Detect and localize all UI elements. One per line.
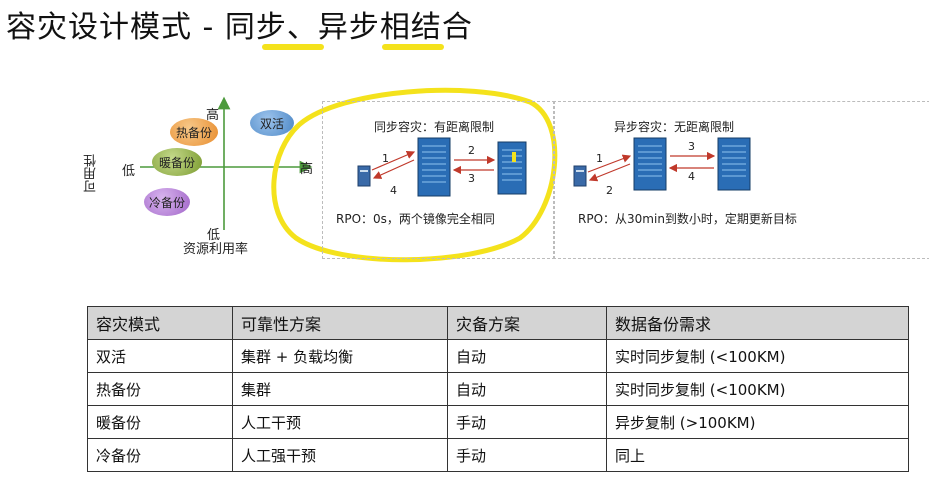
- sync-step-2: 2: [468, 144, 475, 157]
- table-row: 冷备份 人工强干预 手动 同上: [87, 438, 909, 472]
- table-cell: 集群: [232, 372, 448, 406]
- sync-step-4: 4: [390, 184, 397, 197]
- sync-diagram: [357, 137, 527, 197]
- table-cell: 异步复制 (>100KM): [606, 405, 909, 439]
- highlight-circle: [271, 87, 558, 263]
- sync-rpo-text: RPO：0s，两个镜像完全相同: [336, 212, 495, 226]
- sync-panel-frame: [322, 101, 555, 259]
- table-cell: 人工干预: [232, 405, 448, 439]
- async-diagram: [573, 137, 751, 191]
- async-step-4: 4: [688, 170, 695, 183]
- x-axis-high-label: 高: [300, 162, 314, 177]
- y-axis-high-label: 高: [206, 108, 220, 123]
- table-header-row: 容灾模式 可靠性方案 灾备方案 数据备份需求: [87, 306, 909, 340]
- table-row: 双活 集群 + 负载均衡 自动 实时同步复制 (<100KM): [87, 339, 909, 373]
- header-reliability: 可靠性方案: [232, 306, 448, 340]
- sync-panel-title: 同步容灾：有距离限制: [374, 120, 495, 134]
- table-cell: 自动: [447, 372, 607, 406]
- table-row: 热备份 集群 自动 实时同步复制 (<100KM): [87, 372, 909, 406]
- async-rpo-text: RPO：从30min到数小时，定期更新目标: [578, 212, 797, 226]
- table-cell: 冷备份: [87, 438, 233, 472]
- slide-title: 容灾设计模式 - 同步、异步相结合: [6, 10, 473, 45]
- table-cell: 暖备份: [87, 405, 233, 439]
- mode-warm-backup-bubble: 暖备份: [152, 148, 202, 176]
- table-cell: 同上: [606, 438, 909, 472]
- table-cell: 人工强干预: [232, 438, 448, 472]
- async-panel-frame: [553, 101, 929, 259]
- sync-step-3: 3: [468, 172, 475, 185]
- title-highlight-async: [382, 44, 444, 50]
- table-cell: 手动: [447, 438, 607, 472]
- disaster-recovery-table: 容灾模式 可靠性方案 灾备方案 数据备份需求 双活 集群 + 负载均衡 自动 实…: [87, 306, 909, 472]
- mode-active-active-bubble: 双活: [250, 110, 294, 136]
- title-highlight-sync: [262, 44, 324, 50]
- header-mode: 容灾模式: [87, 306, 233, 340]
- table-cell: 双活: [87, 339, 233, 373]
- table-cell: 实时同步复制 (<100KM): [606, 372, 909, 406]
- x-axis-label: 资源利用率: [183, 242, 249, 257]
- sync-step-1: 1: [382, 152, 389, 165]
- async-panel-title: 异步容灾：无距离限制: [614, 120, 735, 134]
- y-axis-label: 可用性: [84, 154, 99, 193]
- header-recovery: 灾备方案: [447, 306, 607, 340]
- table-row: 暖备份 人工干预 手动 异步复制 (>100KM): [87, 405, 909, 439]
- table-cell: 自动: [447, 339, 607, 373]
- mode-hot-backup-bubble: 热备份: [170, 118, 218, 146]
- availability-quadrant-diagram: [140, 87, 751, 263]
- x-axis-low-label: 低: [122, 164, 136, 179]
- header-backup-need: 数据备份需求: [606, 306, 909, 340]
- table-cell: 手动: [447, 405, 607, 439]
- async-step-1: 1: [596, 152, 603, 165]
- async-step-3: 3: [688, 140, 695, 153]
- table-cell: 集群 + 负载均衡: [232, 339, 448, 373]
- y-axis-low-label: 低: [207, 228, 221, 243]
- table-cell: 热备份: [87, 372, 233, 406]
- table-cell: 实时同步复制 (<100KM): [606, 339, 909, 373]
- mode-cold-backup-bubble: 冷备份: [144, 188, 190, 216]
- async-step-2: 2: [606, 184, 613, 197]
